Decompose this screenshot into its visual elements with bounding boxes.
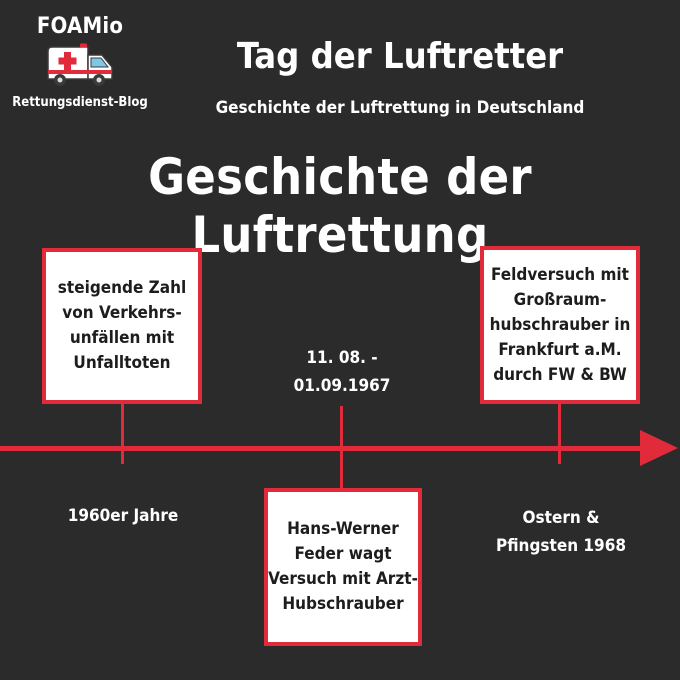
event-box-1: steigende Zahl von Verkehrs- unfällen mi…: [42, 248, 202, 404]
timeline-tick-2: [340, 406, 343, 490]
main-title: Geschichte der Luftrettung: [148, 148, 532, 264]
event-box-2: Hans-Werner Feder wagt Versuch mit Arzt-…: [264, 488, 422, 646]
timeline-axis: [0, 446, 648, 451]
event-box-3: Feldversuch mit Großraum- hubschrauber i…: [480, 246, 640, 404]
timeline-tick-1: [121, 402, 124, 464]
brand-tagline: Rettungsdienst-Blog: [12, 95, 148, 110]
event-date-3: Ostern & Pfingsten 1968: [496, 508, 626, 556]
brand-block: FOAMio Rettungsdienst-Blog: [0, 14, 160, 110]
event-date-2: 11. 08. - 01.09.1967: [293, 348, 391, 396]
timeline-arrow-head: [640, 430, 678, 466]
event-date-1: 1960er Jahre: [67, 506, 179, 526]
timeline-tick-3: [558, 402, 561, 464]
header-subtitle: Geschichte der Luftrettung in Deutschlan…: [215, 98, 585, 118]
ambulance-icon: [47, 43, 113, 86]
header-title: Tag der Luftretter: [236, 36, 564, 77]
brand-name: FOAMio: [36, 14, 124, 39]
